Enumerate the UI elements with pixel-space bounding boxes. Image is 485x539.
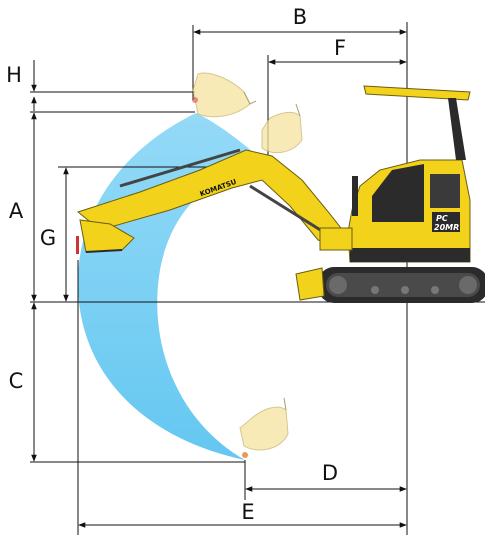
arm-cylinder — [249, 184, 331, 238]
bucket-front — [76, 219, 135, 254]
label-c: C — [9, 369, 24, 393]
bucket-ghost-mid — [261, 103, 303, 154]
label-a: A — [9, 199, 24, 223]
label-e: E — [241, 500, 254, 524]
upper-structure — [347, 159, 471, 263]
swing-bracket — [319, 227, 353, 251]
dozer-blade — [295, 267, 325, 301]
model-decal-bottom: 20MR — [434, 223, 459, 232]
bucket-ghost-bottom — [239, 397, 289, 458]
label-h: H — [6, 63, 22, 87]
track-undercarriage — [318, 267, 485, 303]
boom-cylinder — [119, 148, 241, 188]
bucket-ghost-top — [192, 72, 257, 118]
label-b: B — [293, 5, 307, 29]
model-decal: PC 20MR — [432, 212, 460, 232]
label-d: D — [322, 461, 338, 485]
canopy — [363, 85, 471, 160]
brand-plate — [195, 162, 241, 188]
label-f: F — [334, 36, 346, 60]
model-decal-top: PC — [436, 214, 448, 223]
label-g: G — [40, 226, 56, 250]
